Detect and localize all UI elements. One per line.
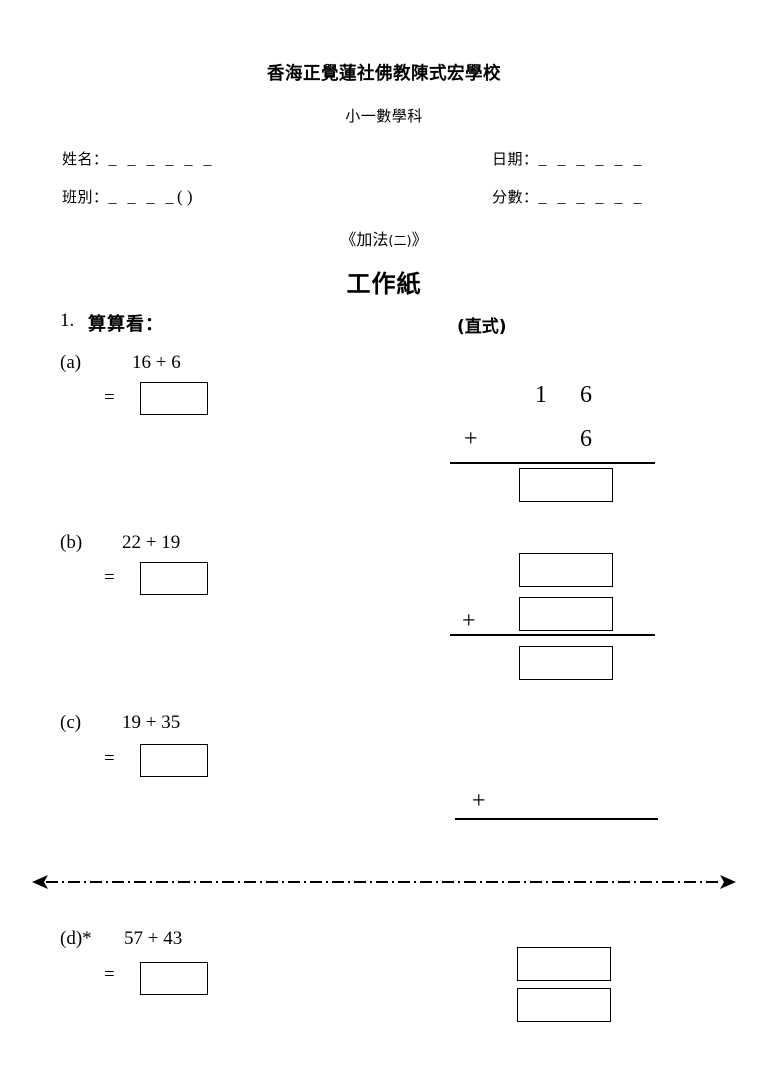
score-field[interactable]: 分數：_ _ _ _ _ _ — [492, 186, 645, 207]
item-b-expression: 22 + 19 — [122, 532, 181, 553]
item-b-vertical-addend2-box[interactable] — [519, 597, 613, 631]
item-a-expression: 16 + 6 — [132, 352, 181, 373]
item-b-label: (b) — [60, 532, 83, 553]
item-a-answer-box[interactable] — [140, 382, 208, 415]
item-b-plus-icon: + — [462, 608, 476, 634]
name-field-label: 姓名： — [62, 150, 109, 168]
item-d-vertical-addend2-box[interactable] — [517, 988, 611, 1022]
item-a-addend2-ones: 6 — [580, 426, 592, 452]
item-a-vertical-answer-box[interactable] — [519, 468, 613, 502]
topic-title: 《加法(二)》 — [0, 226, 768, 250]
item-b-vertical-addend1-box[interactable] — [519, 553, 613, 587]
item-a-addend1-ones: 6 — [580, 382, 592, 408]
class-field-blank[interactable]: _ _ _ _ — [108, 189, 178, 206]
divider-arrow-icon — [32, 875, 736, 889]
item-c-equals: = — [104, 748, 115, 769]
item-d-expression: 57 + 43 — [124, 928, 183, 949]
class-field-paren[interactable]: ( ) — [177, 187, 193, 206]
item-b-answer-box[interactable] — [140, 562, 208, 595]
topic-title-sub: (二) — [388, 234, 412, 249]
school-name-heading: 香海正覺蓮社佛教陳式宏學校 — [267, 64, 501, 84]
question-heading: 算算看： — [88, 314, 164, 335]
subject-heading: 小一數學科 — [345, 107, 423, 125]
worksheet-title: 工作紙 — [346, 270, 422, 298]
topic-title-close: 》 — [411, 230, 428, 249]
item-d-label: (d)* — [60, 928, 92, 949]
class-field[interactable]: 班別：_ _ _ _( ) — [62, 186, 193, 207]
class-field-label: 班別： — [62, 188, 109, 206]
item-c-label: (c) — [60, 712, 82, 733]
item-a-equals: = — [104, 387, 115, 408]
item-b-vertical-answer-box[interactable] — [519, 646, 613, 680]
item-a-plus-icon: + — [464, 426, 478, 452]
date-field-blank[interactable]: _ _ _ _ _ _ — [538, 151, 646, 168]
item-c-answer-box[interactable] — [140, 744, 208, 777]
vertical-form-note: (直式) — [457, 317, 507, 337]
item-b-sum-rule — [450, 634, 655, 636]
question-number: 1. — [60, 310, 75, 331]
item-c-plus-icon: + — [472, 788, 486, 814]
item-a-label: (a) — [60, 352, 82, 373]
item-d-answer-box[interactable] — [140, 962, 208, 995]
topic-title-open: 《加法 — [340, 230, 389, 249]
item-b-equals: = — [104, 567, 115, 588]
date-field[interactable]: 日期：_ _ _ _ _ _ — [492, 148, 645, 169]
item-c-sum-rule — [455, 818, 658, 820]
section-divider-arrow — [30, 873, 738, 891]
name-field[interactable]: 姓名：_ _ _ _ _ _ — [62, 148, 215, 169]
item-a-sum-rule — [450, 462, 655, 464]
score-field-blank[interactable]: _ _ _ _ _ _ — [538, 189, 646, 206]
item-d-equals: = — [104, 964, 115, 985]
score-field-label: 分數： — [492, 188, 539, 206]
item-c-expression: 19 + 35 — [122, 712, 181, 733]
item-d-vertical-addend1-box[interactable] — [517, 947, 611, 981]
item-a-addend1-tens: 1 — [535, 382, 547, 408]
name-field-blank[interactable]: _ _ _ _ _ _ — [108, 151, 216, 168]
date-field-label: 日期： — [492, 150, 539, 168]
